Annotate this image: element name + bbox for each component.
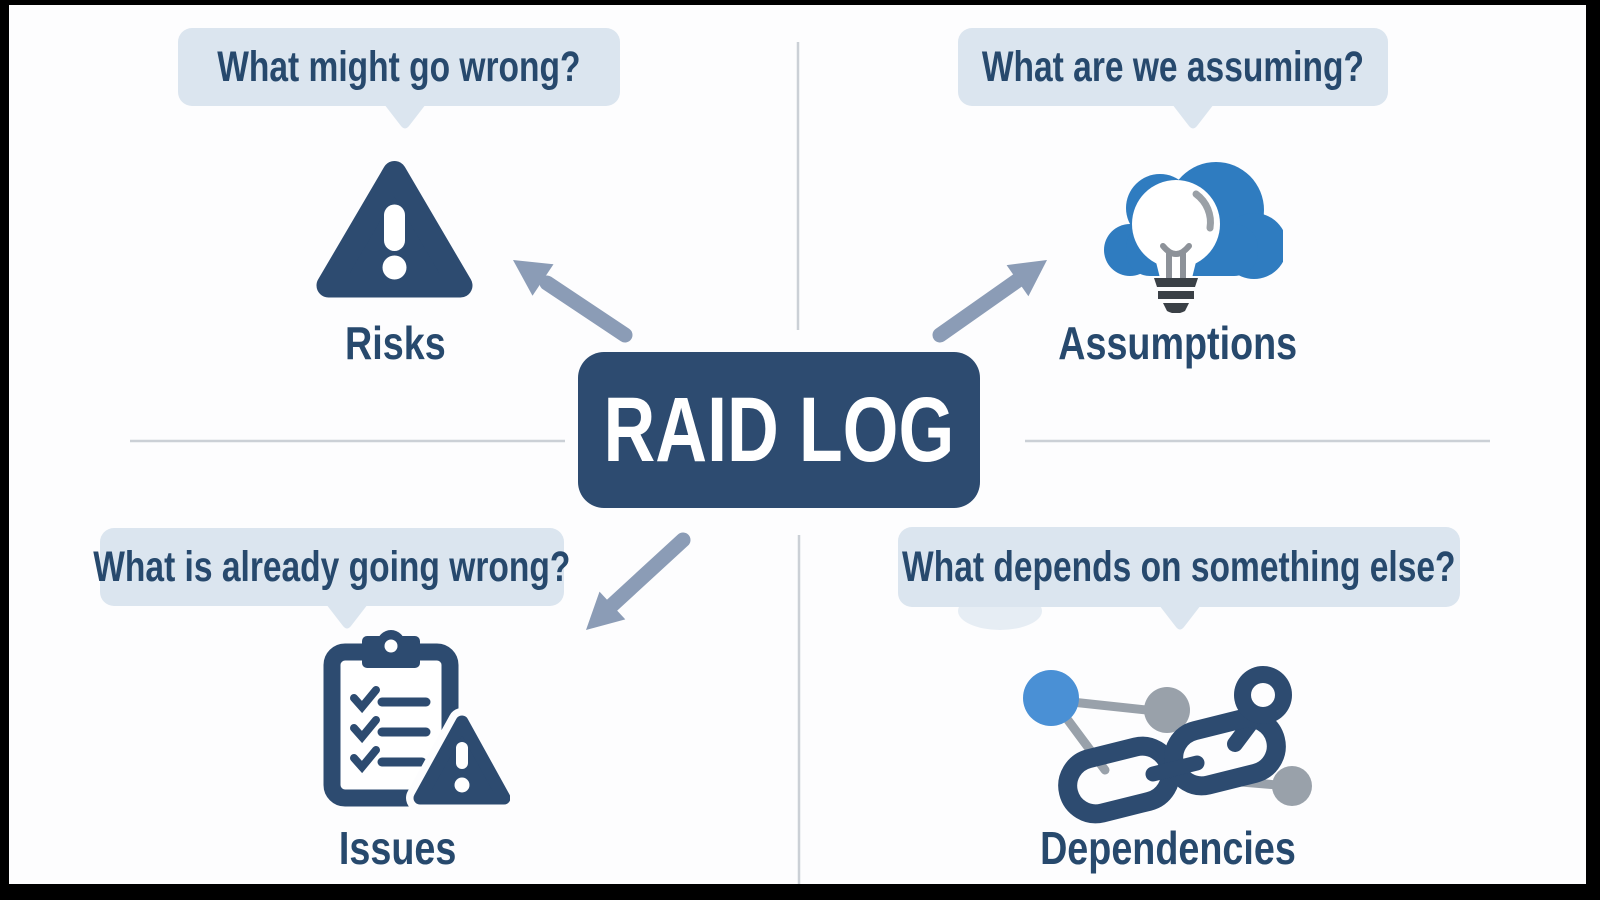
chain-links: [1058, 666, 1292, 824]
gray-node: [1144, 687, 1190, 733]
raid-log-title: RAID LOG: [603, 378, 955, 481]
speech-bubble-tail-assumptions: [1172, 104, 1214, 129]
speech-bubble-issues: What is already going wrong?: [93, 528, 571, 606]
warning-triangle-overlay: [406, 708, 510, 812]
speech-bubble-tail-risks: [384, 104, 426, 129]
speech-bubble-assumptions: What are we assuming?: [958, 28, 1388, 106]
frame-border-left: [0, 0, 9, 900]
speech-bubble-tail-issues: [326, 604, 368, 629]
frame-border-bottom: [0, 884, 1600, 900]
speech-bubble-risks: What might go wrong?: [178, 28, 620, 106]
arrow-to-risks: [513, 260, 633, 343]
divider-lines: [130, 42, 1490, 884]
issues-label: Issues: [339, 822, 457, 874]
risks-question-text: What might go wrong?: [217, 42, 581, 91]
chain-network-icon: [1023, 666, 1312, 824]
assumptions-label: Assumptions: [1058, 317, 1298, 369]
issues-question-text: What is already going wrong?: [93, 542, 571, 591]
cloud-lightbulb-icon: [1104, 162, 1283, 313]
warning-triangle-icon: [316, 161, 473, 298]
gray-node-small: [1272, 766, 1312, 806]
speech-bubble-tail-dependencies: [1159, 605, 1201, 630]
speech-bubble-dependencies: What depends on something else?: [898, 527, 1460, 607]
frame-border-right: [1586, 0, 1600, 900]
dependencies-question-text: What depends on something else?: [902, 542, 1456, 591]
risks-label: Risks: [344, 317, 446, 369]
clipboard-checklist-warning-icon: [323, 630, 510, 812]
assumptions-question-text: What are we assuming?: [981, 42, 1365, 91]
raid-log-center-box: RAID LOG: [578, 352, 980, 508]
checklist-rows: [350, 686, 431, 774]
dependencies-label: Dependencies: [1040, 822, 1296, 874]
arrow-to-assumptions: [932, 260, 1047, 343]
blue-node: [1023, 670, 1079, 726]
arrow-to-issues: [586, 532, 691, 630]
frame-border-top: [0, 0, 1600, 5]
lightbulb-shape: [1132, 180, 1220, 313]
